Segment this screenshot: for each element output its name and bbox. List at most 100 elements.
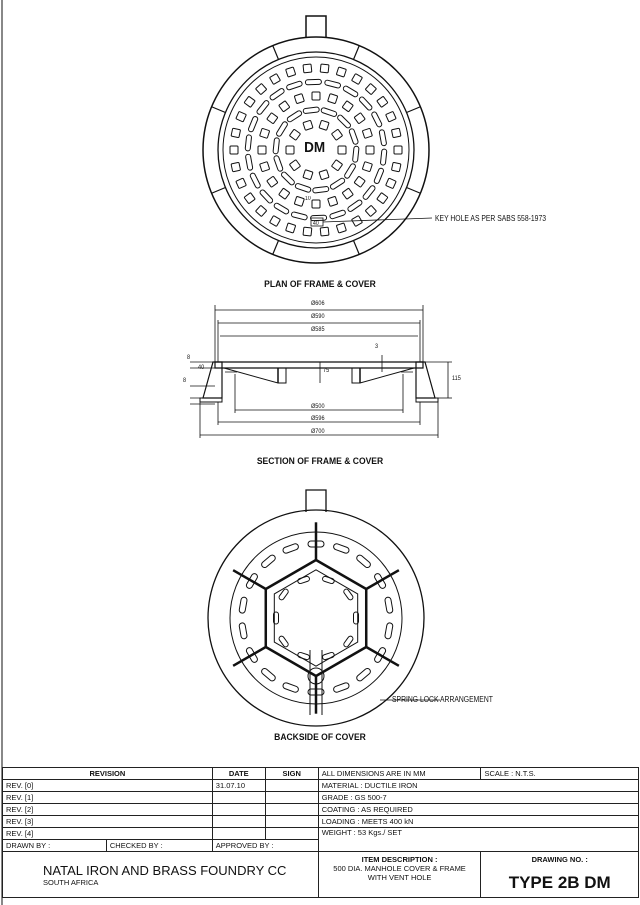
back-slot [322,575,335,585]
grade: GRADE : GS 500-7 [317,791,640,804]
frame-rib [272,45,280,60]
vent-hole [294,93,305,104]
dim-500: Ø500 [311,403,325,410]
vent-slot [337,114,351,129]
item-description-label: ITEM DESCRIPTION : [361,855,438,864]
rev-0-date: 31.07.10 [211,779,266,792]
vent-hole [327,93,338,104]
back-slot [322,651,335,661]
frame-rib [211,186,226,194]
dimensions-note: ALL DIMENSIONS ARE IN MM [317,767,482,780]
vent-hole [289,129,301,141]
vent-slot [269,88,285,101]
vent-hole [311,199,321,209]
hex-rib [264,558,368,678]
vent-hole [365,83,377,95]
dim-115: 115 [452,375,461,382]
frame-rib [406,186,421,194]
vent-hole [342,187,354,200]
vent-hole [318,119,330,131]
hex-rib-inner [273,569,359,667]
dim-40: 40 [198,364,205,371]
vent-slot [249,172,261,189]
revision-header: REVISION [2,767,213,780]
drawing-no-label: DRAWING NO. : [531,855,588,864]
vent-hole [235,111,247,123]
vent-hole [243,192,256,204]
vent-slot [312,186,330,194]
vent-hole [365,205,377,217]
dim-75: 75 [323,367,330,374]
back-slot [307,540,325,548]
frame-rib [272,240,280,255]
frame-rib [211,106,226,114]
section-view [190,305,452,438]
frame-rib [352,45,360,60]
vent-hole [362,161,373,172]
back-slot [353,611,359,625]
vent-hole [269,215,281,227]
back-slot [374,647,387,663]
vent-slot [248,116,259,133]
dim-small: 10 [305,196,311,202]
vent-slot [294,183,312,193]
vent-hole [302,169,314,181]
vent-hole [385,111,397,123]
back-slot [374,573,387,589]
dim-596: Ø596 [311,415,325,422]
vent-hole [289,159,301,171]
vent-hole [362,128,373,139]
vent-slot [378,129,387,147]
vent-slot [352,145,360,163]
vent-slot [310,214,328,222]
vent-hole [229,145,239,155]
company-country: SOUTH AFRICA [43,877,99,887]
dim-585: Ø585 [311,326,325,333]
back-slot [307,688,325,696]
back-slot [278,588,289,601]
frame-rib [352,240,360,255]
vent-slot [342,85,359,98]
frame-rib [406,106,421,114]
vent-slot [273,202,290,215]
vent-slot [272,137,280,155]
vent-slot [380,148,388,166]
rev-0: REV. [0] [2,779,213,792]
vent-hole [342,100,354,113]
backside-title: BACKSIDE OF COVER [274,732,366,743]
section-title: SECTION OF FRAME & COVER [256,456,384,467]
company-name: NATAL IRON AND BRASS FOUNDRY CC [43,862,287,878]
vent-hole [319,63,330,74]
vent-slot [273,155,284,172]
vent-hole [302,119,314,131]
scale: SCALE : N.T.S. [480,767,639,780]
vent-hole [391,127,402,139]
dim-590: Ø590 [311,313,325,320]
vent-hole [318,169,330,181]
vent-hole [365,145,375,155]
vent-slot [329,209,346,220]
back-slot [238,622,248,640]
vent-hole [278,100,290,113]
vent-slot [245,153,254,171]
dim-8b: 8 [183,377,187,384]
vent-hole [266,176,279,188]
item-description-2: WITH VENT HOLE [367,873,432,882]
vent-slot [281,171,295,186]
plan-title: PLAN OF FRAME & COVER [264,279,376,290]
vent-hole [285,145,295,155]
vent-hole [266,112,279,124]
vent-slot [324,79,341,89]
vent-slot [302,106,320,114]
vent-hole [336,222,347,234]
vent-hole [319,226,330,237]
vent-slot [259,189,274,204]
vent-slot [286,110,303,123]
vent-hole [311,91,321,101]
vent-hole [327,196,338,207]
vent-hole [255,83,267,95]
vent-hole [331,159,343,171]
back-slot [261,667,276,682]
back-slot [245,647,258,663]
